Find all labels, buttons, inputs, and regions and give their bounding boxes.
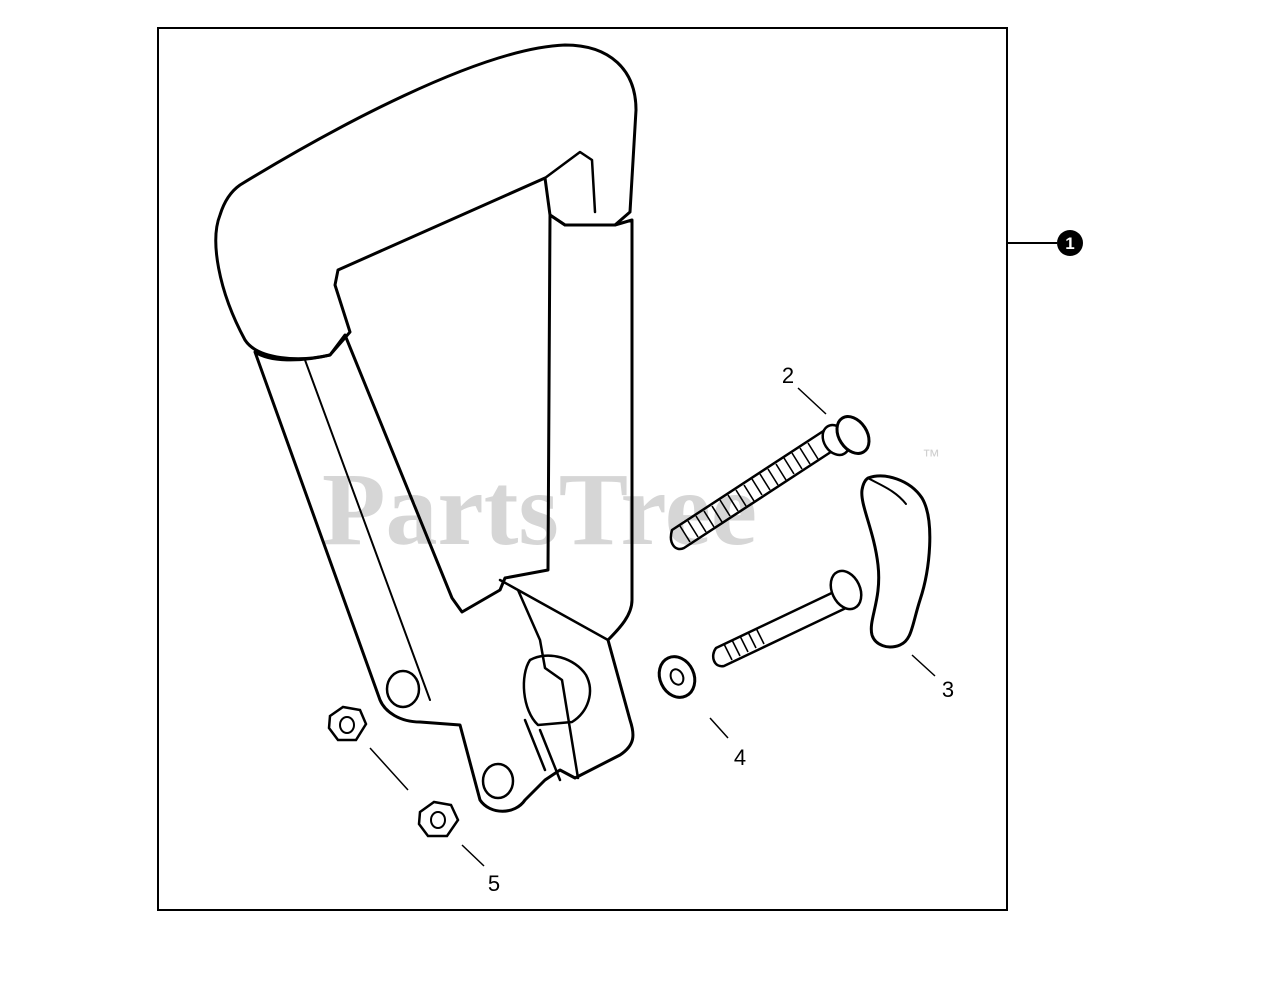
leader-lines (369, 387, 936, 867)
handle-grip (214, 43, 638, 361)
assembly-badge[interactable]: 1 (1057, 230, 1083, 256)
handle-leg-inner-line (304, 359, 431, 701)
t-knob-thread (723, 627, 765, 661)
washer-part[interactable] (653, 651, 702, 703)
callout-washer[interactable]: 4 (734, 745, 746, 770)
leader-nut-upper (369, 747, 409, 791)
nut-part-upper[interactable] (327, 705, 368, 742)
nut-part-lower[interactable] (417, 800, 460, 838)
callout-t-knob[interactable]: 3 (942, 677, 954, 702)
bolt-part[interactable] (669, 411, 876, 551)
leader-bolt (797, 387, 827, 415)
assembly-badge-label: 1 (1065, 234, 1074, 253)
callout-bolt[interactable]: 2 (782, 363, 794, 388)
handle-hole-lower (481, 762, 515, 800)
handle-clamp-cutout (522, 654, 592, 727)
nut-lower-hole (430, 811, 446, 829)
leader-nut-lower (461, 844, 485, 867)
handle-hole-upper (385, 669, 421, 709)
t-knob-part[interactable] (712, 474, 932, 668)
washer-hole (669, 668, 685, 686)
bolt-shank (669, 426, 842, 551)
watermark-trademark: ™ (922, 446, 940, 466)
t-knob-collar (829, 569, 863, 611)
handle-grip-inner-edge (543, 150, 597, 214)
loop-handle[interactable] (214, 43, 638, 813)
bolt-head (835, 415, 871, 455)
callout-labels: 2 3 4 5 (488, 363, 954, 896)
nut-upper-hole (339, 716, 355, 734)
assembly-frame (157, 27, 1008, 911)
t-knob-wing-edge (867, 477, 907, 505)
t-knob-shank (712, 588, 848, 668)
handle-clamp-split (523, 718, 562, 782)
assembly-badge-circle (1057, 230, 1083, 256)
handle-frame (253, 213, 635, 813)
leader-washer (709, 717, 729, 739)
watermark-text: PartsTree (322, 452, 757, 567)
bolt-thread (679, 442, 819, 543)
t-knob-wing (860, 474, 932, 649)
callout-nut[interactable]: 5 (488, 871, 500, 896)
handle-clamp-block (498, 578, 610, 780)
leader-t-knob (911, 654, 936, 677)
